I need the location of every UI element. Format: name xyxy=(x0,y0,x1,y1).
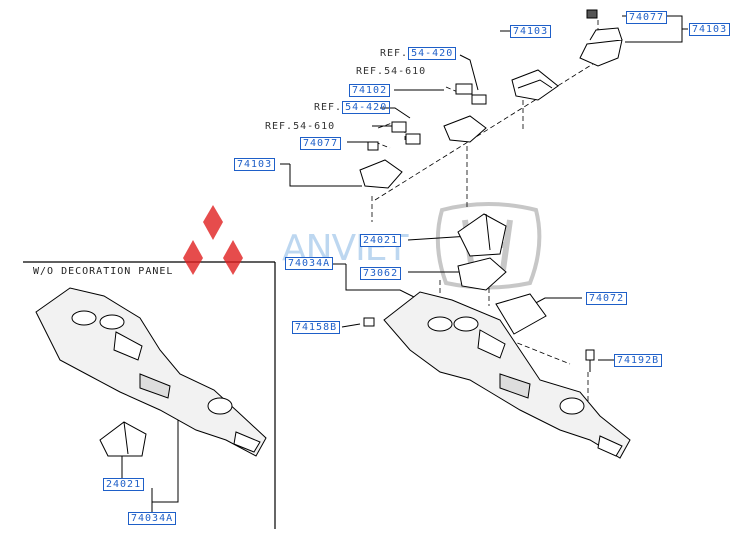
part-tray-top-right xyxy=(579,9,623,67)
callout-24021-inset[interactable]: 24021 xyxy=(103,478,145,491)
ref-label-3-prefix: REF. xyxy=(314,102,343,113)
callout-74077-top[interactable]: 74077 xyxy=(626,11,668,24)
ref-label-1[interactable]: REF.54-420 xyxy=(380,47,457,60)
logo-red-diamonds xyxy=(183,205,243,275)
part-holder-mid xyxy=(443,83,487,143)
part-shift-boot xyxy=(457,213,507,257)
part-bolt xyxy=(585,349,595,372)
part-cover-plate xyxy=(495,293,547,335)
part-holder-left xyxy=(359,121,421,189)
callout-74103-mid[interactable]: 74103 xyxy=(510,25,552,38)
callout-74103-top[interactable]: 74103 xyxy=(689,23,731,36)
callout-74192b[interactable]: 74192B xyxy=(614,354,663,367)
callout-74034a-inset[interactable]: 74034A xyxy=(128,512,177,525)
part-boot-plate xyxy=(457,257,507,291)
callout-74072[interactable]: 74072 xyxy=(586,292,628,305)
ref-label-1-code: 54-420 xyxy=(408,47,457,60)
callout-73062[interactable]: 73062 xyxy=(360,267,402,280)
ref-label-4[interactable]: REF.54-610 xyxy=(265,121,336,132)
callout-74103-left[interactable]: 74103 xyxy=(234,158,276,171)
ref-label-2[interactable]: REF.54-610 xyxy=(356,66,427,77)
part-clip xyxy=(363,317,375,327)
ref-label-3-code: 54-420 xyxy=(342,101,391,114)
callout-74077-left[interactable]: 74077 xyxy=(300,137,342,150)
inset-caption: W/O DECORATION PANEL xyxy=(33,266,174,277)
inset-shift-boot xyxy=(99,421,147,457)
ref-label-1-prefix: REF. xyxy=(380,48,409,59)
ref-label-3[interactable]: REF.54-420 xyxy=(314,101,391,114)
part-tray-top-mid xyxy=(511,69,559,101)
callout-24021-main[interactable]: 24021 xyxy=(360,234,402,247)
callout-74102[interactable]: 74102 xyxy=(349,84,391,97)
main-console xyxy=(383,291,631,459)
callout-74158b[interactable]: 74158B xyxy=(292,321,341,334)
inset-console xyxy=(35,287,267,457)
callout-74034a-main[interactable]: 74034A xyxy=(285,257,334,270)
